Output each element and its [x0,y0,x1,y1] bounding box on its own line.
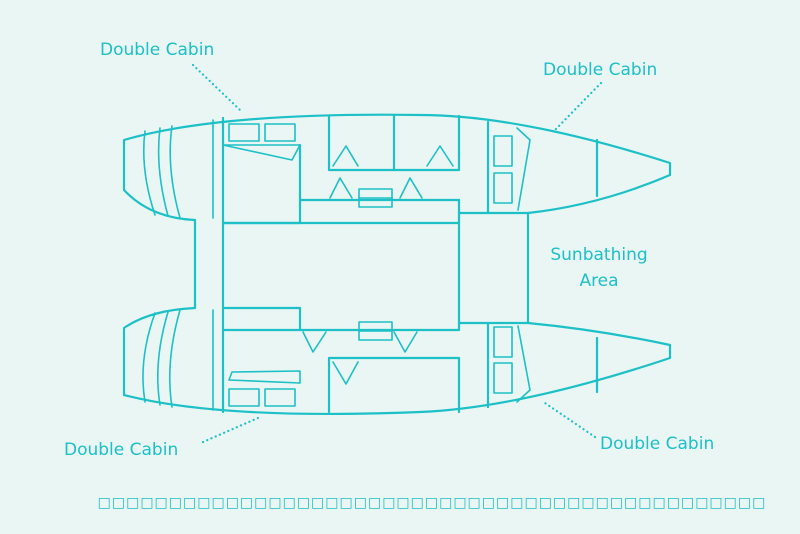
door-bottom-1 [332,361,359,385]
label-double-cabin-top-left: Double Cabin [100,40,214,60]
berth-top-right-1 [493,135,513,167]
door-salon-bottom-right [393,331,418,353]
door-salon-bottom-left [302,331,327,353]
door-top-1 [332,145,359,167]
salon [221,198,461,332]
berth-top-right-2 [493,172,513,204]
leader-top-left [191,63,242,112]
label-sunbathing-area-line1: Sunbathing [550,245,647,265]
bow-lines-top [142,119,214,219]
door-top-2 [426,145,454,167]
leader-bottom-left [201,416,260,444]
salon-bottom-step [221,306,302,332]
leader-top-right [553,81,603,132]
label-double-cabin-bottom-left: Double Cabin [64,440,178,460]
label-double-cabin-bottom-right: Double Cabin [600,434,714,454]
bed-top-left-pillow [222,144,301,161]
bed-bottom-left-1 [228,388,260,407]
hull-outline [122,113,672,416]
bed-top-left-1 [228,123,260,142]
berth-bottom-right-1 [493,326,513,358]
label-sunbathing-area-line2: Area [579,271,618,291]
cabin-bottom-middle [327,356,461,414]
hull-top-right-curve [516,127,531,211]
berth-bottom-right-2 [493,362,513,394]
bed-bottom-left-2 [264,388,296,407]
bow-lines-bottom [142,309,214,411]
leader-bottom-right [543,401,597,439]
bed-bottom-left-pillow [228,370,301,384]
hull-bottom-right-curve [516,325,531,403]
footer-text: □□□□□□□□□□□□□□□□□□□□□□□□□□□□□□□□□□□□□□□□… [98,495,767,511]
bed-top-left-2 [264,123,296,142]
door-salon-top-left [329,177,353,199]
cabin-top-left-wall [221,143,302,225]
door-salon-top-right [399,177,423,199]
label-double-cabin-top-right: Double Cabin [543,60,657,80]
